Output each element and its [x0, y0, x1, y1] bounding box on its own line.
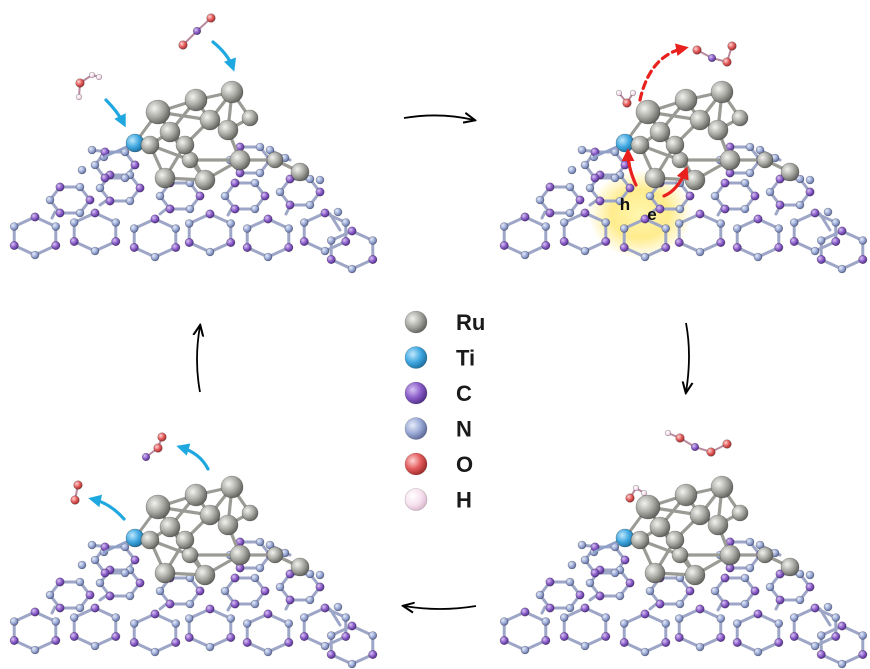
structure-panel-intermediate — [499, 429, 868, 669]
legend-item-ti: Ti — [404, 346, 475, 371]
legend-item-n: N — [404, 417, 472, 442]
legend-label: N — [456, 417, 472, 442]
legend-swatch-o — [404, 452, 428, 476]
structure-panel-desorption — [9, 432, 378, 669]
legend-item-o: O — [404, 452, 473, 477]
release-arrow-co — [176, 443, 210, 471]
cycle-arrow-up — [197, 326, 200, 393]
legend-label: C — [456, 381, 472, 406]
legend-swatch-n — [404, 417, 428, 440]
legend-label: O — [456, 452, 473, 477]
structure-panel-adsorption — [9, 13, 378, 274]
oxygen-product — [70, 480, 83, 505]
cycle-arrow-right — [403, 115, 474, 120]
bound-intermediate — [664, 429, 732, 457]
structure-panel-charge-separation: he — [499, 41, 868, 274]
reaction-intermediate — [692, 41, 737, 67]
legend-item-c: C — [404, 381, 472, 406]
legend-item-ru: Ru — [404, 310, 485, 335]
legend-label: H — [456, 488, 472, 513]
adsorption-arrow-co2 — [211, 40, 237, 72]
hole-label: h — [620, 195, 630, 214]
release-arrow-oxygen — [88, 494, 126, 521]
legend-item-h: H — [404, 488, 472, 513]
legend-swatch-ru — [404, 310, 428, 334]
legend-label: Ti — [456, 346, 475, 371]
co-product — [141, 432, 167, 462]
co2-molecule — [178, 13, 216, 50]
electron-label: e — [647, 205, 656, 224]
cycle-arrow-left — [404, 606, 477, 609]
water-molecule — [75, 71, 103, 101]
legend-swatch-c — [404, 381, 428, 405]
adsorption-arrow-water — [104, 98, 126, 128]
adsorbed-water — [615, 89, 637, 108]
cycle-arrow-down — [686, 322, 689, 392]
legend-label: Ru — [456, 310, 485, 335]
legend-swatch-ti — [404, 346, 428, 369]
bound-hydroxyl — [625, 484, 648, 503]
legend-swatch-h — [404, 488, 428, 511]
hole-transfer-arrow — [621, 148, 638, 187]
electron-transfer-arrow — [662, 166, 689, 198]
desorption-arrow-dashed — [638, 43, 689, 102]
structure-panel-charge-separation-model — [499, 80, 868, 274]
